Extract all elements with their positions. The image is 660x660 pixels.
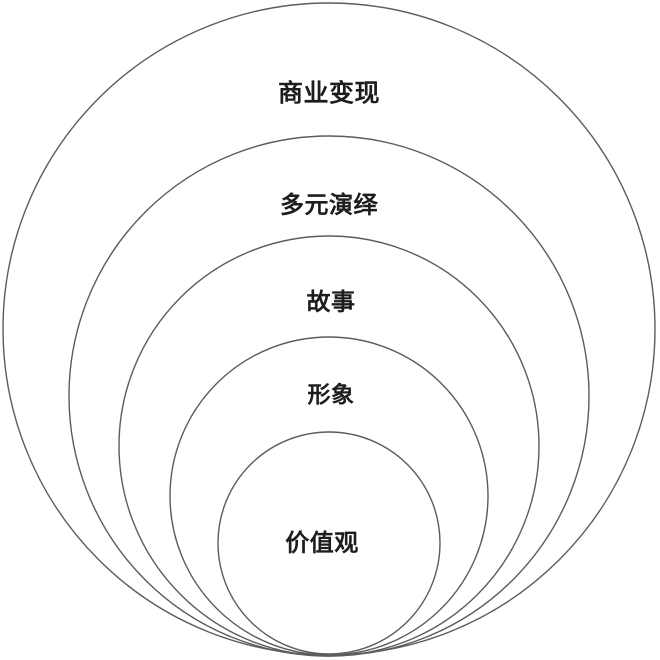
ring-label-5: 商业变现: [277, 78, 381, 108]
ring-label-1: 价值观: [285, 529, 359, 557]
ring-circle-3: [118, 235, 540, 657]
ring-label-2: 形象: [307, 382, 355, 409]
ring-circle-2: [169, 336, 489, 656]
ring-circle-1: [217, 431, 441, 655]
ring-label-4: 多元演绎: [280, 191, 378, 219]
ring-label-3: 故事: [306, 288, 356, 316]
